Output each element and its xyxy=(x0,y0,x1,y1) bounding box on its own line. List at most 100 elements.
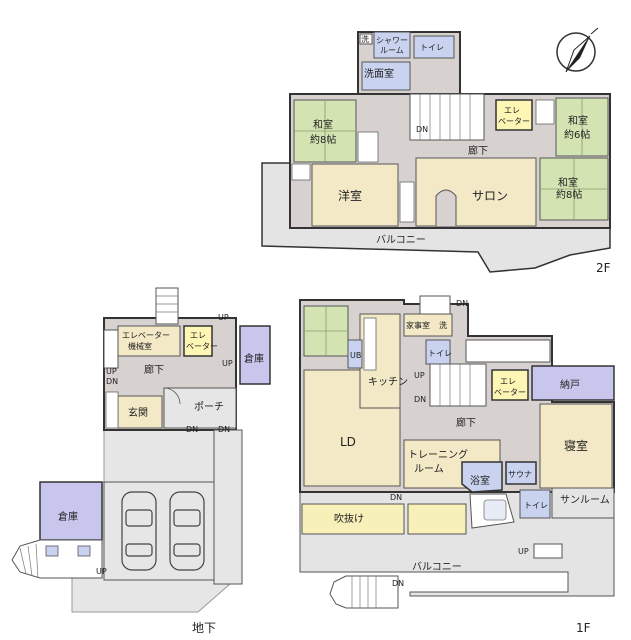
label-up-mid-1f: UP xyxy=(414,371,425,380)
label-dn-porch-2-b: DN xyxy=(218,425,230,434)
toilet-1f-lower xyxy=(519,489,551,519)
label-elevator-1-1f: エレ xyxy=(500,377,516,386)
stairs-basement-top xyxy=(155,287,179,325)
label-dn-terrace-1f: DN xyxy=(390,493,402,502)
void-1f xyxy=(301,503,405,535)
label-closet-1f: 納戸 xyxy=(560,378,580,391)
label-elevator-2-2f: ベーター xyxy=(498,117,530,126)
unit-bath-1f xyxy=(347,339,363,369)
label-entrance-b: 玄関 xyxy=(128,406,148,419)
car-icon xyxy=(121,491,157,571)
elevator-1f xyxy=(491,369,529,401)
label-storage-right-b: 倉庫 xyxy=(244,352,264,365)
garage-basement xyxy=(103,481,215,581)
label-porch-b: ポーチ xyxy=(194,401,224,413)
toilet-2f xyxy=(413,35,455,59)
label-up-elev-b: UP xyxy=(222,359,233,368)
label-shower-1-2f: シャワー xyxy=(376,36,408,45)
second-floor-plan: シャワー ルーム 洗 トイレ 洗面室 和室 約8帖 DN エレ ベーター 廊下 … xyxy=(261,31,611,275)
label-void-1f: 吹抜け xyxy=(334,512,364,525)
stairs-basement-left xyxy=(103,329,119,369)
shower-room-2f xyxy=(373,31,411,59)
label-corridor-b: 廊下 xyxy=(144,363,164,376)
stairs-1f-top xyxy=(419,295,451,315)
label-japanese-left-2f: 和室 xyxy=(313,118,333,131)
label-japanese-rbot-2f: 和室 xyxy=(558,176,578,189)
washroom-2f xyxy=(361,61,411,91)
label-elevator-2-b: ベーター xyxy=(186,342,218,351)
label-training-1-1f: トレーニング xyxy=(408,448,468,461)
elevator-basement xyxy=(183,325,213,357)
label-training-2-1f: ルーム xyxy=(414,463,444,475)
stairs-1f-middle xyxy=(429,363,487,407)
storage-basement-right xyxy=(239,325,271,385)
label-size-left-2f: 約8帖 xyxy=(310,133,336,146)
label-ld-1f: LD xyxy=(340,435,356,449)
salon-2f xyxy=(415,157,537,227)
label-dn-top-1f: DN xyxy=(456,299,468,308)
label-up-bottom-b: UP xyxy=(96,567,107,576)
elevator-2f xyxy=(495,99,533,131)
label-bedroom-1f: 寝室 xyxy=(564,438,588,453)
elevator-machine-room xyxy=(117,325,181,357)
label-dn-bottom-1f: DN xyxy=(392,579,404,588)
sauna-1f xyxy=(505,461,537,485)
first-floor-plan: DN 家事室 洗 UB トイレ キッチン UP DN エレ ベーター 納戸 廊下… xyxy=(299,295,615,635)
label-sink-1f: 洗 xyxy=(439,320,447,330)
label-dn-porch-1-b: DN xyxy=(186,425,198,434)
label-floor-1f: 1F xyxy=(576,621,591,635)
western-room-2f xyxy=(311,163,399,227)
car-icon xyxy=(169,491,205,571)
label-elevator-2-1f: ベーター xyxy=(494,388,526,397)
bedroom-1f xyxy=(539,403,613,489)
label-shower-2-2f: ルーム xyxy=(380,46,404,55)
label-size-rtop-2f: 約6帖 xyxy=(564,128,590,141)
closet-1f xyxy=(531,365,615,401)
label-sauna-1f: サウナ xyxy=(508,470,532,479)
label-up-bottom-1f: UP xyxy=(518,547,529,556)
label-elev-machine-2: 機械室 xyxy=(128,341,152,351)
basement-floor-plan: UP エレベーター 機械室 エレ ベーター UP 倉庫 廊下 UP DN 玄関 … xyxy=(11,287,271,635)
label-toilet-1f: トイレ xyxy=(428,349,452,358)
stairs-2f xyxy=(409,93,485,141)
sunroom-1f xyxy=(551,487,615,519)
label-sunroom-1f: サンルーム xyxy=(560,494,610,506)
label-washroom-2f: 洗面室 xyxy=(364,67,394,80)
stairs-1f-bottom-left xyxy=(329,575,399,609)
entrance-basement xyxy=(117,395,163,429)
label-japanese-rtop-2f: 和室 xyxy=(568,114,588,127)
label-elevator-1-2f: エレ xyxy=(504,106,520,115)
label-size-rbot-2f: 約8帖 xyxy=(556,188,582,201)
label-western-2f: 洋室 xyxy=(338,188,362,203)
label-toilet-2f: トイレ xyxy=(420,43,444,52)
label-storage-left-b: 倉庫 xyxy=(58,510,78,523)
storage-basement-left xyxy=(39,481,103,541)
label-sink-2f: 洗 xyxy=(361,34,369,44)
label-elev-machine-1: エレベーター xyxy=(122,331,170,340)
label-floor-b: 地下 xyxy=(192,621,216,635)
label-dn-2f: DN xyxy=(416,125,428,134)
stairs-1f-right xyxy=(465,339,551,363)
porch-basement xyxy=(163,387,237,429)
label-dn-mid-1f: DN xyxy=(414,395,426,404)
label-corridor-1f: 廊下 xyxy=(456,416,476,429)
label-kitchen-1f: キッチン xyxy=(368,376,408,388)
label-bath-1f: 浴室 xyxy=(470,474,490,487)
stairs-1f-bottom-right xyxy=(533,543,563,559)
label-up-left-b: UP xyxy=(106,367,117,376)
label-balcony-2f: バルコニー xyxy=(376,234,426,246)
label-dn-left-b: DN xyxy=(106,377,118,386)
ramp-basement xyxy=(213,429,243,585)
label-floor-2f: 2F xyxy=(596,261,611,275)
label-corridor-2f: 廊下 xyxy=(468,144,488,157)
label-elevator-1-b: エレ xyxy=(190,331,206,340)
toilet-1f xyxy=(425,339,451,365)
bath-1f xyxy=(461,461,503,493)
label-salon-2f: サロン xyxy=(472,189,508,203)
label-housework-1f: 家事室 xyxy=(406,320,430,330)
sink-box-2f xyxy=(359,33,373,45)
label-ub-1f: UB xyxy=(350,351,361,360)
compass-icon xyxy=(556,27,599,73)
void-1f-right xyxy=(407,503,467,535)
